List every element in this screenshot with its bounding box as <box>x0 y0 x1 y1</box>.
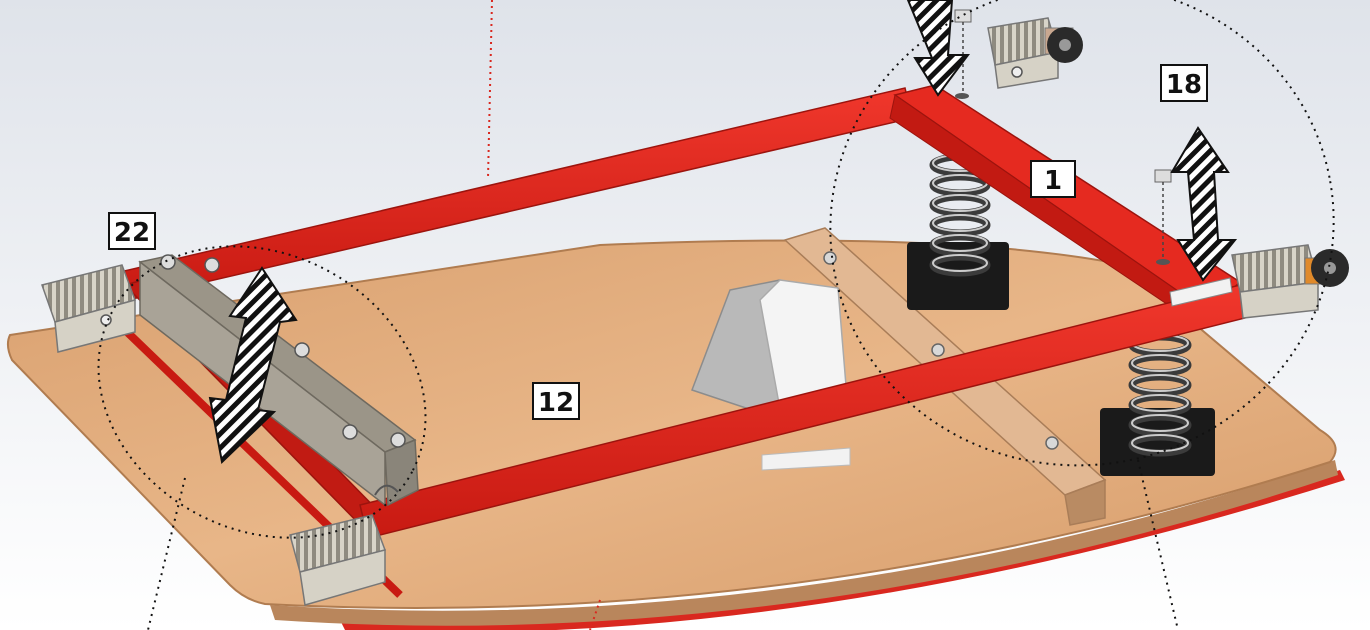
callout-part-22: 22 <box>108 212 156 250</box>
leader-line <box>147 477 186 630</box>
wheel-rear <box>1044 27 1083 63</box>
detail-circle-left <box>97 245 427 539</box>
arrow-down-icon <box>906 0 970 97</box>
screw-icon <box>823 251 837 265</box>
rubber-pad-right-rear <box>987 17 1059 89</box>
callout-part-1: 1 <box>1030 160 1076 198</box>
screw-rear-top <box>954 9 972 99</box>
arrow-updown-icon <box>208 266 298 465</box>
detail-circle-right <box>829 0 1335 467</box>
callout-part-18: 18 <box>1160 64 1208 102</box>
screw-front-top <box>1154 169 1172 265</box>
arrow-updown-icon <box>1170 126 1238 282</box>
screw-icon <box>931 343 945 357</box>
board-underside-strip <box>340 470 1345 630</box>
callout-part-12: 12 <box>532 382 580 420</box>
leader-line <box>1137 459 1179 630</box>
rubber-pad-left-front <box>289 514 386 606</box>
screw-icon <box>1045 436 1059 450</box>
wedge-block <box>691 279 851 471</box>
